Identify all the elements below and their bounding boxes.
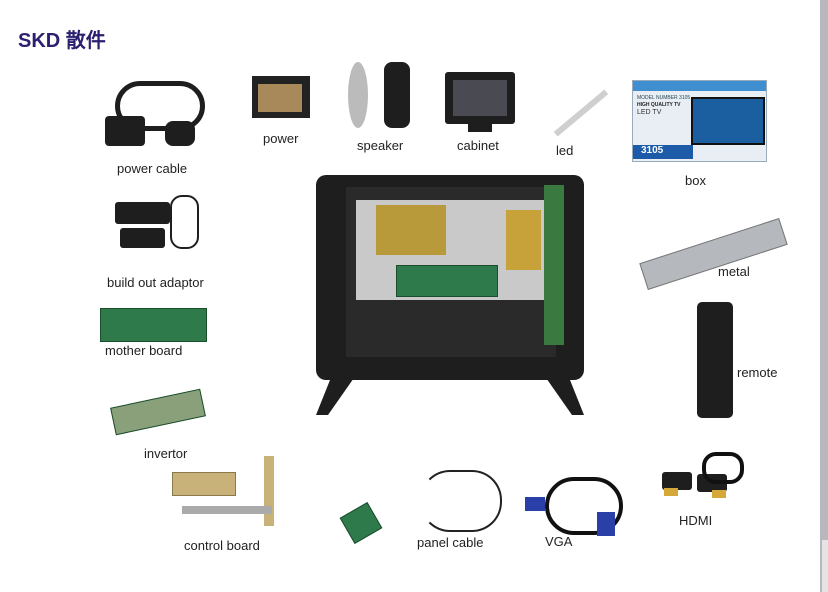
invertor-image	[110, 388, 206, 436]
remote-label: remote	[737, 365, 778, 380]
scrollbar-thumb[interactable]	[822, 540, 828, 592]
tv-cabinet-image	[316, 175, 584, 415]
invertor-label: invertor	[144, 446, 188, 461]
power-cable-image	[105, 76, 205, 150]
remote-image	[697, 302, 733, 418]
mother-board-label: mother board	[105, 343, 183, 358]
hdmi-label: HDMI	[679, 513, 713, 528]
small-board-image	[339, 502, 383, 544]
adaptor-label: build out adaptor	[107, 275, 204, 290]
panel-cable-image	[420, 470, 502, 532]
power-label: power	[263, 131, 299, 146]
metal-label: metal	[718, 264, 750, 279]
control-board-image	[172, 456, 276, 528]
adaptor-image	[115, 190, 205, 255]
scrollbar[interactable]	[820, 0, 828, 592]
speaker-image	[348, 62, 412, 128]
vga-cable-image	[525, 472, 623, 540]
led-strip-image	[553, 89, 609, 137]
cabinet-image	[443, 72, 518, 133]
page-title: SKD 散件	[18, 30, 106, 52]
panel-cable-label: panel cable	[417, 535, 484, 550]
control-board-label: control board	[184, 538, 260, 553]
mother-board-image	[100, 308, 207, 342]
power-board-image	[252, 76, 310, 118]
cabinet-label: cabinet	[457, 138, 499, 153]
led-label: led	[556, 143, 574, 158]
box-quality-text: HIGH QUALITY TV	[637, 102, 681, 108]
power-cable-label: power cable	[117, 161, 188, 176]
box-number-text: 3105	[633, 145, 693, 159]
box-label: box	[685, 173, 706, 188]
metal-image	[639, 217, 788, 291]
box-image: MODEL NUMBER 3105 HIGH QUALITY TV LED TV…	[632, 80, 767, 162]
vga-label: VGA	[545, 534, 573, 549]
box-led-tv-text: LED TV	[637, 109, 662, 116]
box-model-text: MODEL NUMBER 3105	[637, 95, 691, 101]
speaker-label: speaker	[357, 138, 404, 153]
hdmi-cable-image	[662, 452, 744, 502]
